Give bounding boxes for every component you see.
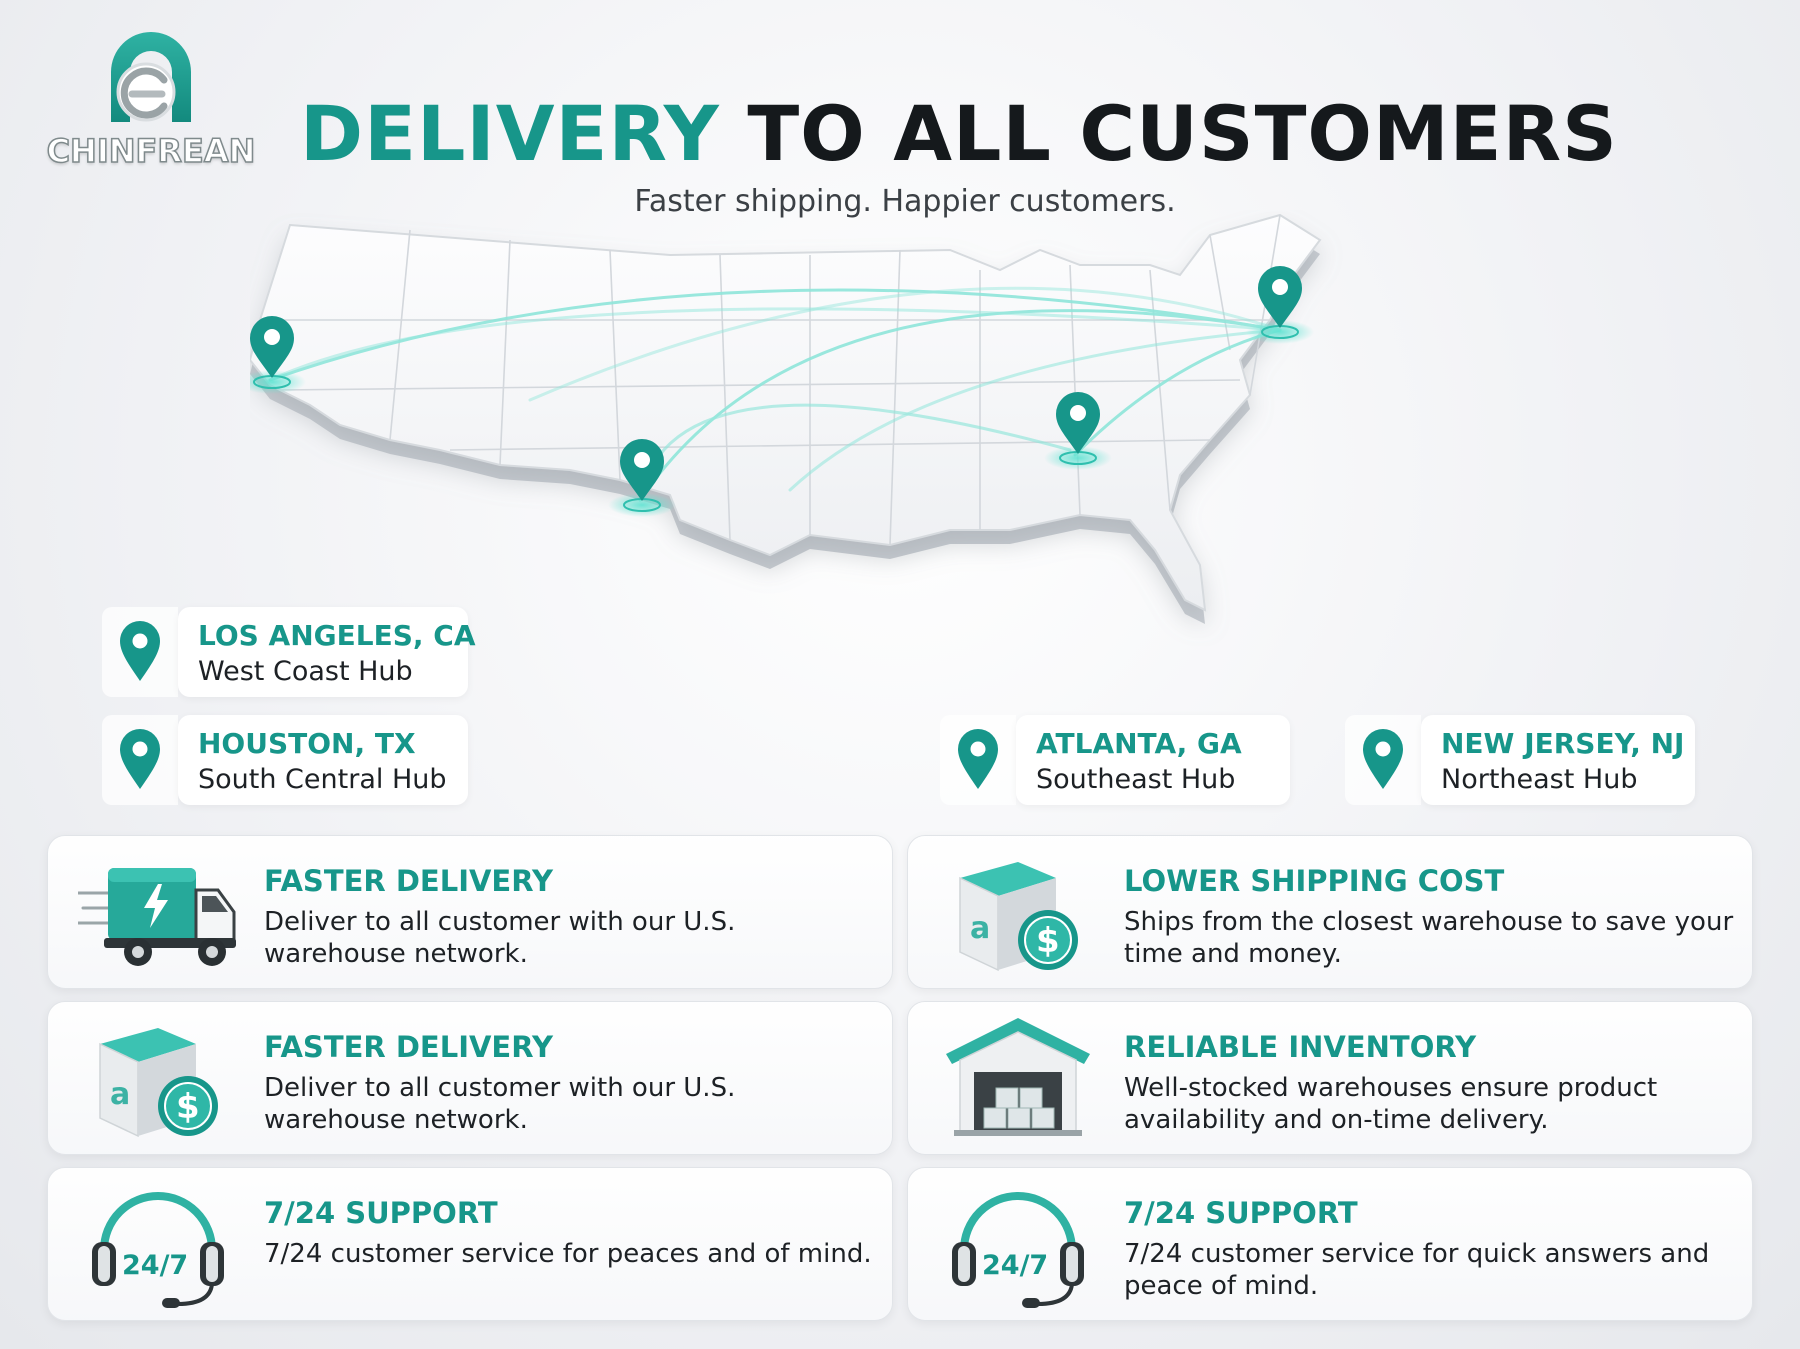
brand-logo: CHINFREAN — [46, 22, 256, 182]
feature-title: FASTER DELIVERY — [264, 1030, 553, 1064]
hub-name: Northeast Hub — [1441, 764, 1638, 795]
location-pin-icon — [958, 729, 998, 789]
feature-card-faster-delivery: FASTER DELIVERY Deliver to all customer … — [47, 835, 893, 989]
svg-text:a: a — [970, 911, 990, 946]
hub-houston: HOUSTON, TX South Central Hub — [102, 715, 468, 805]
location-pin-icon — [120, 621, 160, 681]
feature-card-lower-shipping-cost: a $ LOWER SHIPPING COST Ships from the c… — [907, 835, 1753, 989]
feature-card-support-2: 24/7 7/24 SUPPORT 7/24 customer service … — [907, 1167, 1753, 1321]
feature-title: RELIABLE INVENTORY — [1124, 1030, 1477, 1064]
feature-desc: Deliver to all customer with our U.S. wa… — [264, 907, 736, 969]
feature-title: 7/24 SUPPORT — [264, 1196, 498, 1230]
us-map — [238, 210, 1570, 710]
feature-desc: Ships from the closest warehouse to save… — [1124, 907, 1734, 969]
location-pin-icon — [120, 729, 160, 789]
hub-city: NEW JERSEY, NJ — [1441, 727, 1685, 760]
support-badge: 24/7 — [982, 1250, 1048, 1281]
hub-name: South Central Hub — [198, 764, 447, 795]
support-badge: 24/7 — [122, 1250, 188, 1281]
hub-name: West Coast Hub — [198, 656, 413, 687]
feature-card-reliable-inventory: RELIABLE INVENTORY Well-stocked warehous… — [907, 1001, 1753, 1155]
feature-desc: 7/24 customer service for peaces and of … — [264, 1239, 872, 1269]
feature-card-faster-delivery-2: a $ FASTER DELIVERY Deliver to all custo… — [47, 1001, 893, 1155]
headset-icon: 24/7 — [938, 1180, 1098, 1310]
map-pin-los-angeles — [238, 316, 306, 394]
map-pin-houston — [608, 439, 676, 517]
warehouse-icon — [938, 1014, 1098, 1144]
feature-desc: 7/24 customer service for quick answers … — [1124, 1239, 1710, 1301]
feature-title: LOWER SHIPPING COST — [1124, 864, 1505, 898]
hub-atlanta: ATLANTA, GA Southeast Hub — [940, 715, 1290, 805]
map-pin-new-jersey — [1246, 266, 1314, 344]
feature-title: 7/24 SUPPORT — [1124, 1196, 1358, 1230]
feature-desc: Deliver to all customer with our U.S. wa… — [264, 1073, 736, 1135]
svg-text:$: $ — [176, 1087, 200, 1127]
headset-icon: 24/7 — [78, 1180, 238, 1310]
hub-new-jersey: NEW JERSEY, NJ Northeast Hub — [1345, 715, 1695, 805]
brand-name: CHINFREAN — [46, 131, 256, 171]
box-dollar-icon: a $ — [78, 1014, 238, 1144]
delivery-truck-icon — [76, 848, 238, 978]
svg-text:$: $ — [1036, 921, 1060, 961]
feature-card-support: 24/7 7/24 SUPPORT 7/24 customer service … — [47, 1167, 893, 1321]
feature-title: FASTER DELIVERY — [264, 864, 553, 898]
chinfrean-logo-icon — [111, 32, 191, 122]
hub-los-angeles: LOS ANGELES, CA West Coast Hub — [102, 607, 476, 697]
hub-city: HOUSTON, TX — [198, 727, 416, 760]
box-dollar-icon: a $ — [938, 848, 1098, 978]
svg-text:a: a — [110, 1077, 130, 1112]
page-title: DELIVERY TO ALL CUSTOMERS — [300, 96, 1617, 172]
title-accent: DELIVERY — [300, 89, 720, 178]
map-pin-atlanta — [1044, 392, 1112, 470]
hub-city: ATLANTA, GA — [1036, 727, 1242, 760]
hub-city: LOS ANGELES, CA — [198, 619, 476, 652]
hub-name: Southeast Hub — [1036, 764, 1236, 795]
location-pin-icon — [1363, 729, 1403, 789]
feature-desc: Well-stocked warehouses ensure product a… — [1124, 1073, 1658, 1135]
title-rest: TO ALL CUSTOMERS — [747, 89, 1618, 178]
page-subtitle: Faster shipping. Happier customers. — [634, 184, 1176, 219]
